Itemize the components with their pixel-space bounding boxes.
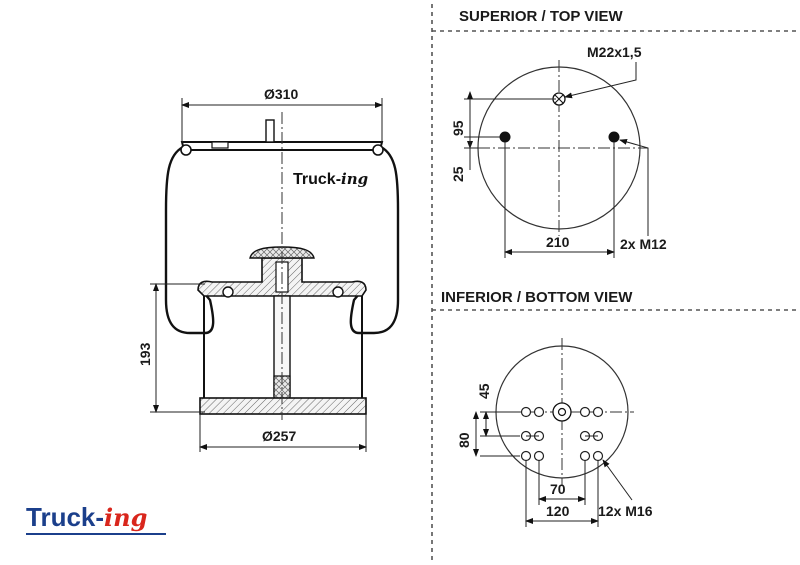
bottom-view: 45 80 70 120 12x M16 <box>456 338 653 527</box>
view-separators <box>431 4 798 561</box>
bellows-right <box>349 145 400 335</box>
thread-hole-cross <box>554 94 564 104</box>
m16-label: 12x M16 <box>598 503 653 519</box>
dim-210: 210 <box>546 234 570 250</box>
m12-hole-right <box>608 131 620 143</box>
thread-label: M22x1,5 <box>587 44 642 60</box>
top-stud <box>265 119 275 143</box>
dim-80: 80 <box>456 432 472 448</box>
center-hole-inner <box>557 407 567 417</box>
piston-bead-left <box>222 286 234 298</box>
bead-left <box>180 144 192 156</box>
m16-hole <box>579 406 591 418</box>
brand-logo: Truck-ing <box>26 502 166 535</box>
dim-bottom-diameter: Ø257 <box>262 428 296 444</box>
dim-top-diameter: Ø310 <box>264 86 298 102</box>
m16-hole <box>533 450 545 462</box>
top-view: M22x1,5 95 25 210 2x M12 <box>450 44 667 258</box>
logo-text: Truck-ing <box>26 502 147 532</box>
base-plate <box>199 397 367 415</box>
bead-right <box>372 144 384 156</box>
m16-hole <box>592 406 604 418</box>
piston-bead-right <box>332 286 344 298</box>
dim-95: 95 <box>450 120 466 136</box>
top-nut <box>211 141 229 149</box>
m12-leader <box>619 139 649 236</box>
side-view: Ø310 193 Ø257 Truck-ing <box>137 86 400 452</box>
m16-hole <box>520 406 532 418</box>
dim-45: 45 <box>476 383 492 399</box>
bellows-left <box>164 145 215 335</box>
bellows-brand: Truck-ing <box>293 170 368 188</box>
dim-height: 193 <box>137 342 153 366</box>
m12-hole-left <box>499 131 511 143</box>
bottom-view-title: INFERIOR / BOTTOM VIEW <box>441 289 633 306</box>
dim-70: 70 <box>550 481 566 497</box>
m16-hole <box>533 406 545 418</box>
top-view-title: SUPERIOR / TOP VIEW <box>459 8 623 25</box>
m16-hole <box>579 450 591 462</box>
m16-leader <box>602 459 633 501</box>
dim-25: 25 <box>450 166 466 182</box>
m16-hole <box>520 450 532 462</box>
thread-leader <box>564 62 637 99</box>
dim-120: 120 <box>546 503 570 519</box>
m16-hole <box>592 450 604 462</box>
m12-label: 2x M12 <box>620 236 667 252</box>
